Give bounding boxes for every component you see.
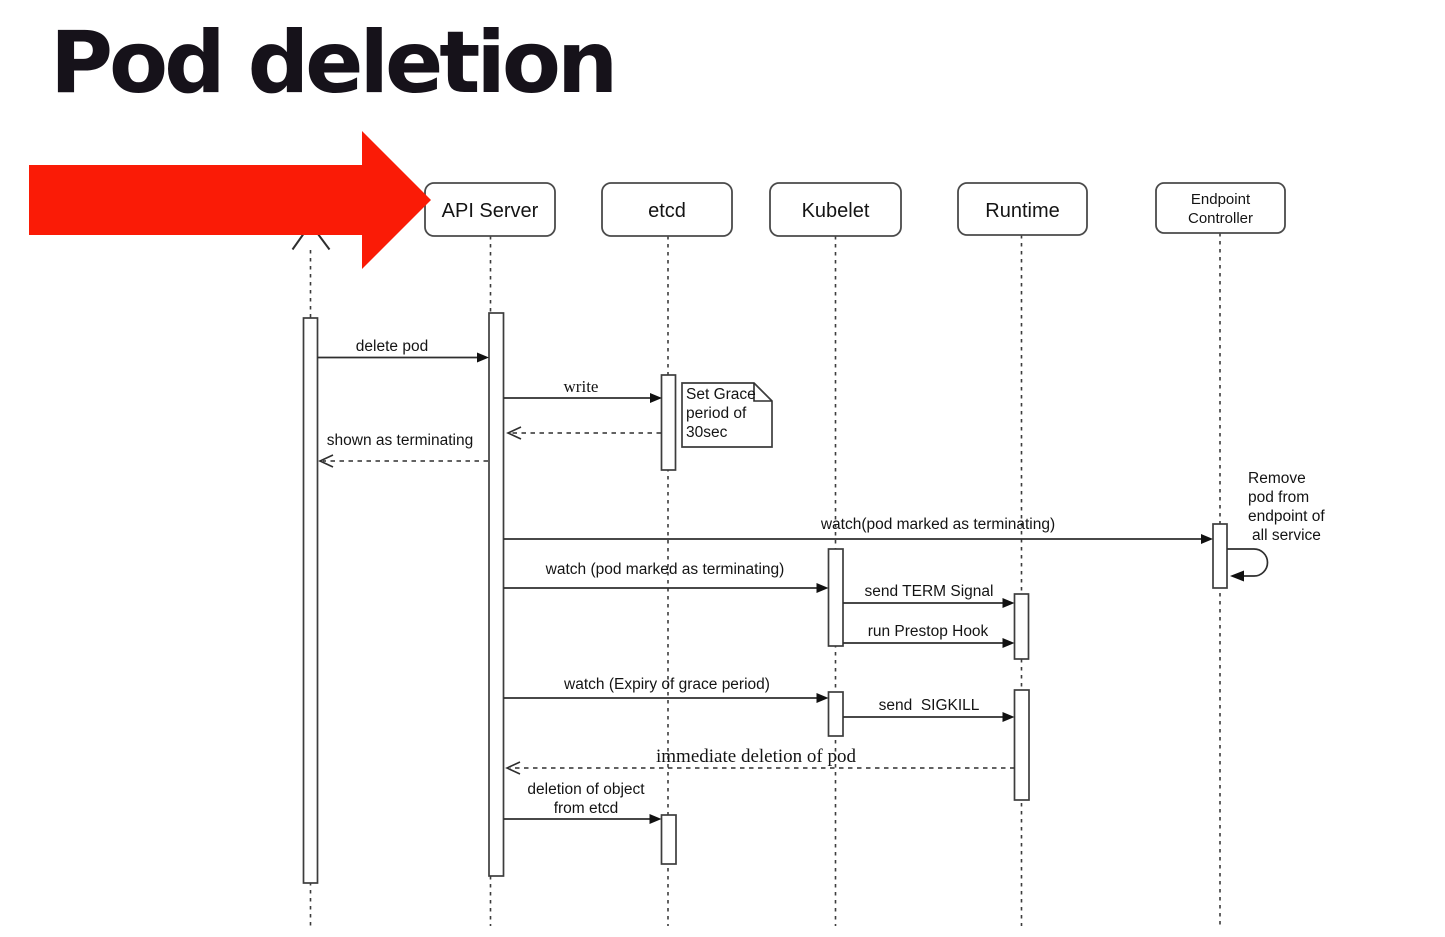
page-title: Pod deletion: [50, 13, 618, 113]
message-watch-expiry-grace-label: watch (Expiry of grace period): [563, 676, 770, 693]
open-arrowhead: [505, 761, 521, 775]
participant-api-server-box: [424, 182, 556, 237]
arrowhead: [1002, 638, 1015, 648]
activation-bars: [302, 312, 1228, 884]
participant-runtime-box: [957, 182, 1088, 236]
arrowhead: [1201, 534, 1213, 544]
activation-runtime-2: [1013, 689, 1030, 801]
message-run-prestop-hook: run Prestop Hook: [843, 623, 1015, 648]
message-send-term-signal-label: send TERM Signal: [865, 583, 994, 600]
participant-endpoint-controller-label-line2: Controller: [1188, 210, 1253, 227]
arrowhead: [816, 693, 829, 703]
message-watch-pod-terminating-kubelet: watch (pod marked as terminating): [503, 561, 829, 593]
note-grace-line1: Set Grace: [686, 386, 756, 403]
arrowhead: [1230, 570, 1244, 582]
arrowhead: [477, 352, 489, 363]
participant-etcd-label: etcd: [648, 200, 686, 222]
activation-kubelet-2: [827, 691, 844, 737]
message-write: write: [503, 377, 662, 403]
activation-user: [302, 317, 319, 884]
message-send-sigkill: send SIGKILL: [843, 697, 1015, 722]
participant-etcd-box: [601, 182, 733, 237]
arrowhead: [1002, 712, 1015, 722]
activation-api-server: [488, 312, 505, 877]
message-deletion-of-object-label-line1: deletion of object: [527, 781, 645, 798]
message-run-prestop-hook-label: run Prestop Hook: [868, 623, 989, 640]
activation-kubelet-1: [827, 548, 844, 647]
note-remove-endpoint-line4: all service: [1252, 527, 1321, 544]
message-deletion-of-object: deletion of object from etcd: [503, 781, 662, 824]
arrowhead: [650, 393, 662, 403]
lifelines: [309, 233, 1221, 926]
message-shown-as-terminating: shown as terminating: [318, 432, 488, 468]
red-highlight-arrow: [29, 131, 431, 269]
message-watch-pod-terminating-endpoint-label: watch(pod marked as terminating): [820, 516, 1055, 533]
arrowhead: [1002, 598, 1015, 608]
note-remove-endpoint-line3: endpoint of: [1248, 508, 1325, 525]
note-grace-line2: period of: [686, 405, 747, 422]
message-shown-as-terminating-label: shown as terminating: [327, 432, 473, 449]
self-loop-remove-endpoint: [1227, 548, 1269, 582]
open-arrowhead: [506, 426, 522, 440]
note-grace-period: Set Grace period of 30sec: [681, 382, 773, 448]
message-send-sigkill-label: send SIGKILL: [879, 697, 980, 714]
participants: API Server etcd Kubelet Runtime Endpoint…: [424, 182, 1286, 237]
message-watch-pod-terminating-kubelet-label: watch (pod marked as terminating): [545, 561, 785, 578]
message-delete-pod-label: delete pod: [356, 338, 428, 355]
participant-api-server-label: API Server: [442, 200, 539, 222]
activation-runtime-1: [1013, 593, 1030, 660]
participant-endpoint-controller-label-line1: Endpoint: [1191, 191, 1251, 208]
activation-etcd-2: [660, 814, 677, 865]
note-remove-endpoint: Remove pod from endpoint of all service: [1248, 470, 1325, 544]
note-grace-line3: 30sec: [686, 424, 728, 441]
activation-etcd-1: [660, 374, 677, 471]
activation-endpoint-controller: [1212, 523, 1228, 589]
message-immediate-deletion: immediate deletion of pod: [505, 746, 1015, 775]
arrowhead: [816, 583, 829, 593]
note-remove-endpoint-line2: pod from: [1248, 489, 1309, 506]
message-delete-pod: delete pod: [317, 338, 489, 363]
message-send-term-signal: send TERM Signal: [843, 583, 1015, 608]
participant-kubelet-label: Kubelet: [802, 200, 870, 222]
message-watch-expiry-grace: watch (Expiry of grace period): [503, 676, 829, 703]
participant-endpoint-controller-box: [1155, 182, 1286, 234]
open-arrowhead: [318, 454, 334, 468]
message-write-label: write: [564, 377, 599, 396]
participant-kubelet-box: [769, 182, 902, 237]
message-immediate-deletion-label: immediate deletion of pod: [656, 746, 856, 767]
message-deletion-of-object-label-line2: from etcd: [554, 800, 619, 817]
participant-runtime-label: Runtime: [985, 200, 1059, 222]
message-write-return: [506, 426, 661, 440]
arrowhead: [649, 814, 662, 824]
note-remove-endpoint-line1: Remove: [1248, 470, 1306, 487]
message-watch-pod-terminating-endpoint: watch(pod marked as terminating): [503, 516, 1213, 544]
